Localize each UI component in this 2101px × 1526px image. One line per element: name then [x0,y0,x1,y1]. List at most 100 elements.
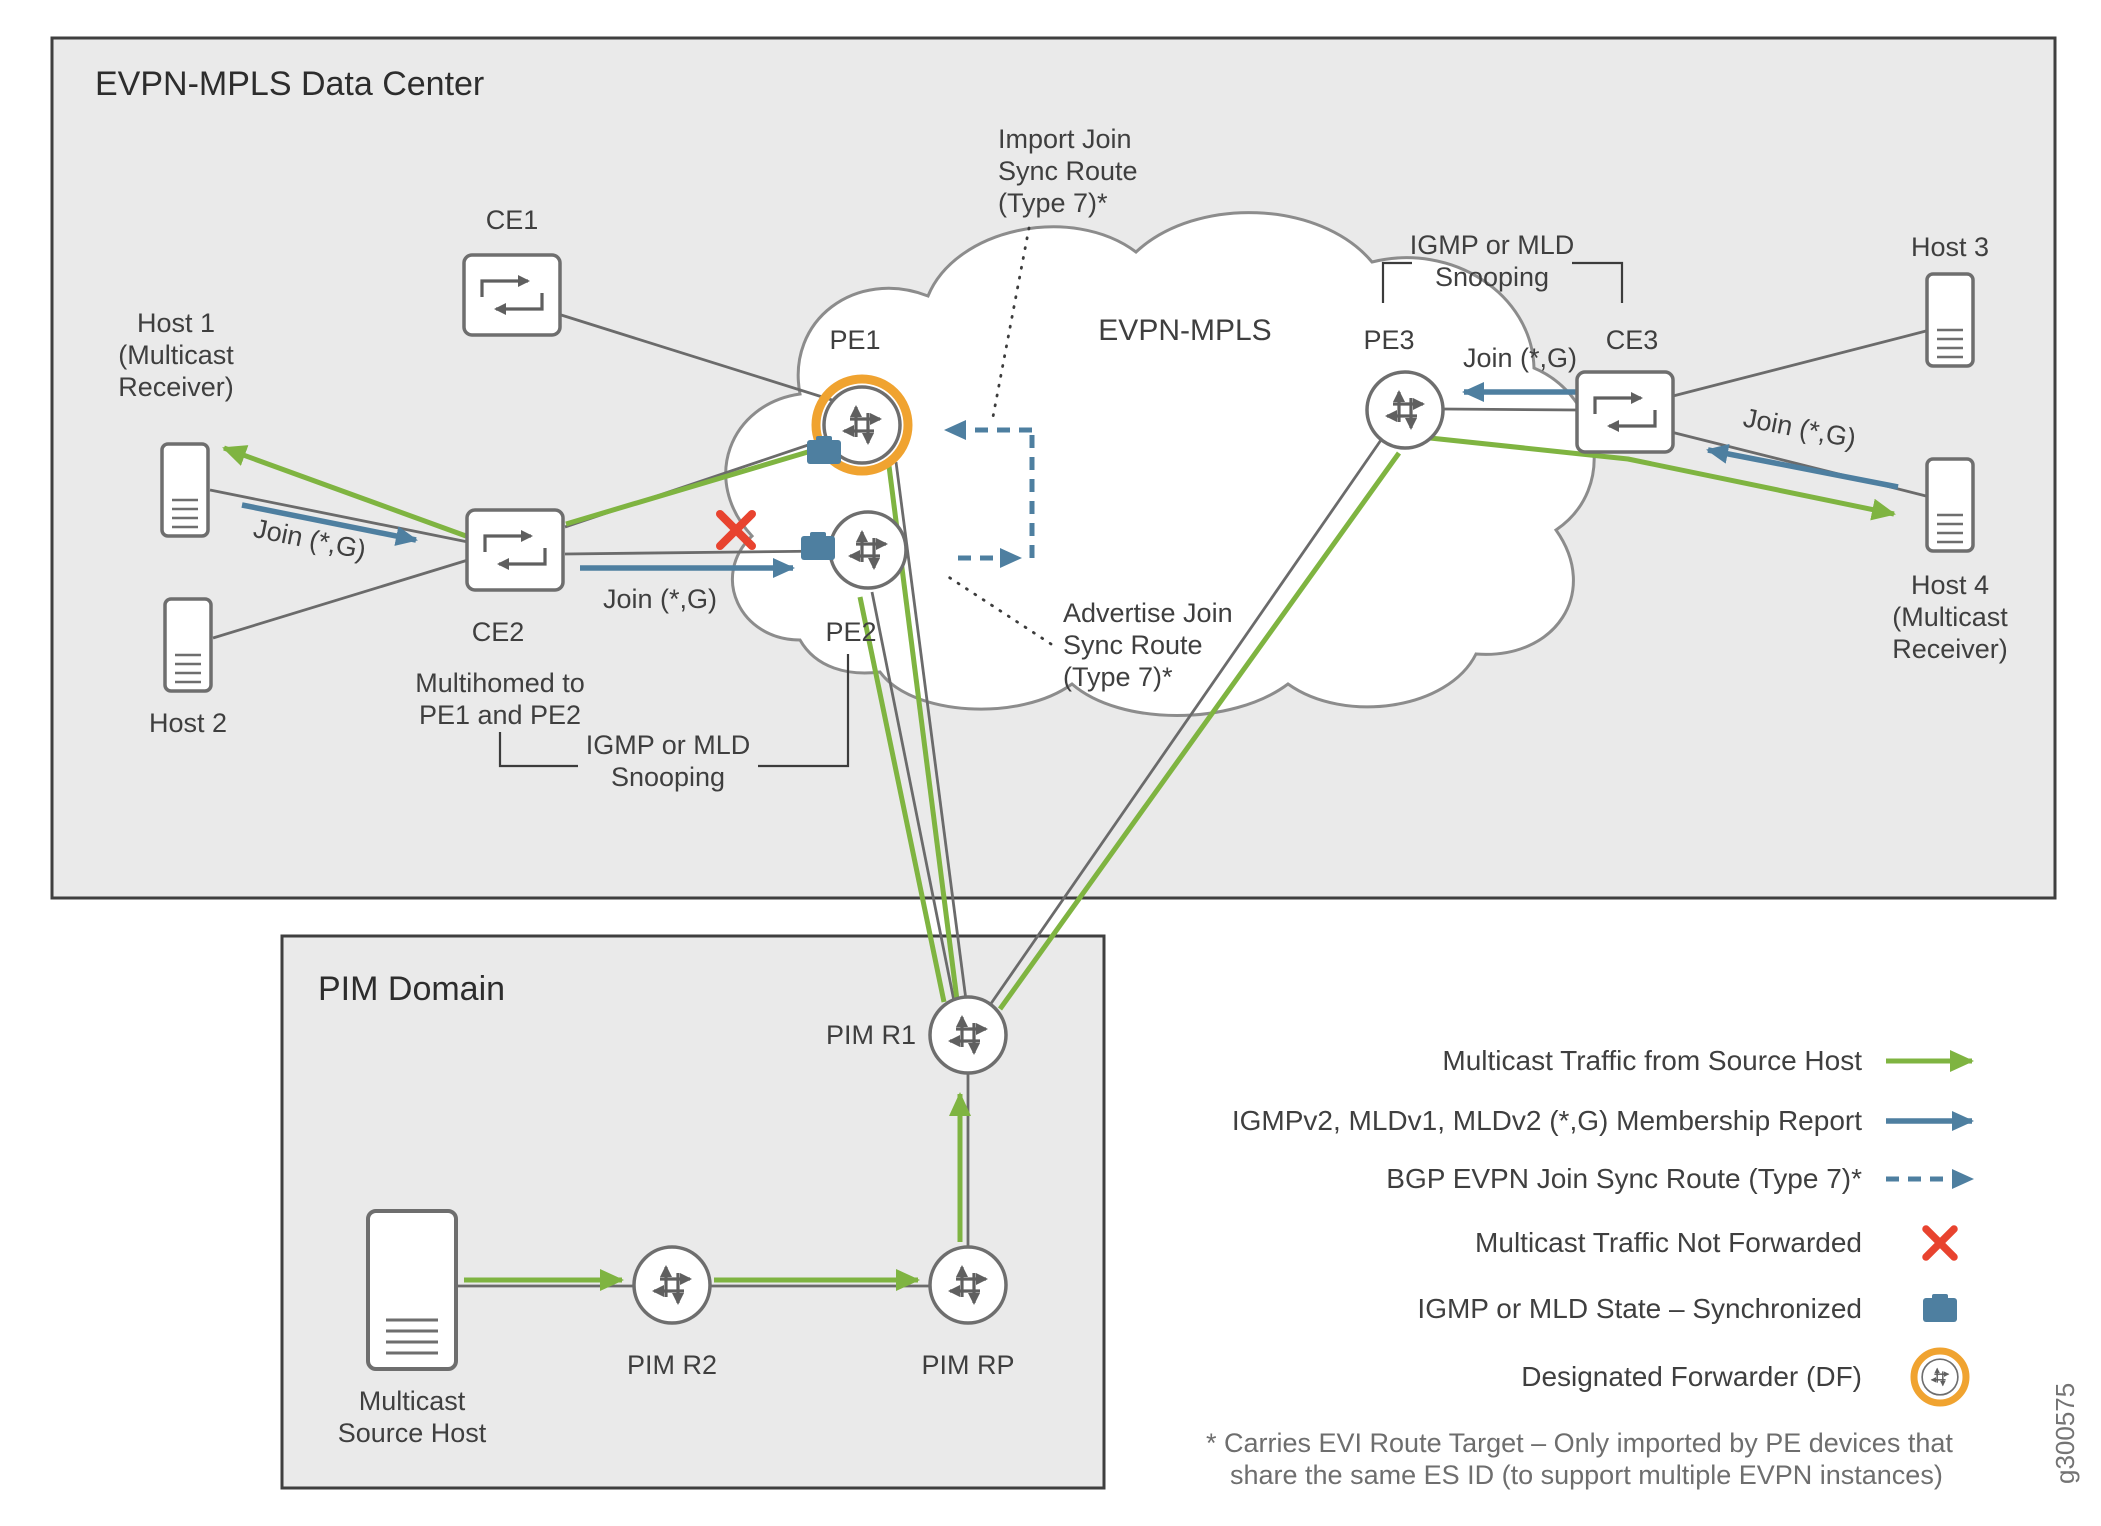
host3-label: Host 3 [1911,232,1989,262]
legend-item-join-sync-route: BGP EVPN Join Sync Route (Type 7)* [1386,1163,1974,1194]
traffic-pe3-to-host4 [1429,435,1896,521]
advertise-line2: Sync Route [1063,630,1203,660]
join-sync-route [944,420,1035,568]
link-pe2-pimr1 [870,591,956,1002]
node-host1: Host 1 (Multicast Receiver) [118,308,234,538]
node-pim-rp: PIM RP [921,1247,1015,1380]
node-host4: Host 4 (Multicast Receiver) [1892,457,2008,664]
snooping-bracket-bottom-left [498,732,578,768]
snooping-bracket-bottom-right [758,654,850,768]
annotation-pointers [945,226,1053,646]
traffic-pe1-to-ce2 [565,443,829,527]
router-icon [930,1247,1006,1323]
switch-icon [1577,372,1673,452]
source-label-line1: Multicast [359,1386,466,1416]
legend-item-sync-state: IGMP or MLD State – Synchronized [1417,1293,1957,1324]
host4-sub1: (Multicast [1892,602,2008,632]
join-arrows [241,382,1899,578]
legend-item-not-forwarded: Multicast Traffic Not Forwarded [1475,1225,1958,1261]
pointer-import-label [990,226,1031,424]
ce2-note-line1: Multihomed to [415,668,585,698]
designated-forwarder-ring [811,374,913,476]
legend-label: Designated Forwarder (DF) [1521,1361,1862,1392]
router-icon [930,997,1006,1073]
host4-sub2: Receiver) [1892,634,2008,664]
pointer-advertise-label [945,574,1053,646]
source-host-icon [366,1209,458,1371]
snooping-annotation-bottom: IGMP or MLD Snooping [586,730,751,792]
join-arrow-host1-ce2 [241,502,418,546]
join-label-ce2: Join (*,G) [603,584,717,614]
node-multicast-source: Multicast Source Host [338,1209,487,1448]
node-ce1: CE1 [464,205,560,335]
router-icon [1922,1359,1958,1395]
footnote-line1: * Carries EVI Route Target – Only import… [1206,1428,1953,1458]
import-annotation: Import Join Sync Route (Type 7)* [998,124,1138,218]
figure-id-watermark: g300575 [2050,1383,2080,1484]
link-ce1-pe1 [557,312,833,402]
node-label-pim-r2: PIM R2 [627,1350,717,1380]
snooping-bottom-line2: Snooping [611,762,725,792]
import-line1: Import Join [998,124,1132,154]
footnote-line2: share the same ES ID (to support multipl… [1230,1460,1943,1490]
advertise-line1: Advertise Join [1063,598,1233,628]
node-label-pim-r1: PIM R1 [826,1020,916,1050]
link-host1-ce2 [209,488,469,544]
legend-item-membership-report: IGMPv2, MLDv1, MLDv2 (*,G) Membership Re… [1232,1105,1974,1136]
node-host3: Host 3 [1911,232,1989,368]
legend: Multicast Traffic from Source Host IGMPv… [1232,1045,1974,1407]
node-label-ce2: CE2 [472,617,525,647]
advertise-annotation: Advertise Join Sync Route (Type 7)* [1063,598,1233,692]
snooping-annotation-top: IGMP or MLD Snooping [1410,230,1575,292]
host1-label: Host 1 [137,308,215,338]
legend-item-multicast-traffic: Multicast Traffic from Source Host [1442,1045,1974,1076]
red-x-icon [1922,1225,1958,1261]
snooping-bottom-line1: IGMP or MLD [586,730,751,760]
pim-title: PIM Domain [318,970,505,1008]
router-icon [634,1247,710,1323]
host1-sub1: (Multicast [118,340,234,370]
legend-label: Multicast Traffic Not Forwarded [1475,1227,1862,1258]
node-label-pe1: PE1 [829,325,880,355]
host2-label: Host 2 [149,708,227,738]
link-host2-ce2 [212,558,469,640]
link-ce3-host3 [1672,329,1927,398]
join-label-ce3: Join (*,G) [1463,343,1577,373]
router-icon [1367,372,1443,448]
traffic-pimr1-to-pe3 [997,451,1402,1011]
host-icon [1925,272,1975,368]
join-arrow-host4-ce3 [1706,444,1899,490]
node-ce3: CE3 [1577,325,1673,452]
multicast-traffic-paths [222,435,1896,1291]
host4-label: Host 4 [1911,570,1989,600]
datacenter-title: EVPN-MPLS Data Center [95,65,484,103]
import-line2: Sync Route [998,156,1138,186]
sync-state-square-icon [1923,1294,1957,1322]
legend-label: IGMP or MLD State – Synchronized [1417,1293,1862,1324]
import-line3: (Type 7)* [998,188,1108,218]
node-pim-r1: PIM R1 [826,997,1006,1073]
host-icon [160,442,210,538]
snooping-top-line1: IGMP or MLD [1410,230,1575,260]
traffic-ce2-to-host1 [222,445,467,539]
advertise-line3: (Type 7)* [1063,662,1173,692]
link-pe3-pimr1 [988,439,1383,1006]
legend-item-designated-forwarder: Designated Forwarder (DF) [1521,1347,1970,1407]
snooping-bracket-top-right [1572,261,1624,303]
node-pe1: PE1 [811,325,913,476]
node-label-pe2: PE2 [825,617,876,647]
host-icon [163,597,213,693]
legend-label: Multicast Traffic from Source Host [1442,1045,1862,1076]
link-ce2-pe2 [564,549,831,556]
host1-sub2: Receiver) [118,372,234,402]
node-label-pe3: PE3 [1363,325,1414,355]
legend-label: IGMPv2, MLDv1, MLDv2 (*,G) Membership Re… [1232,1105,1862,1136]
snooping-bracket-top-left [1381,261,1412,303]
router-icon [830,512,906,588]
node-ce2: CE2 Multihomed to PE1 and PE2 [415,510,585,730]
node-label-ce3: CE3 [1606,325,1659,355]
cloud-label: EVPN-MPLS [1098,314,1271,347]
snooping-brackets [498,261,1624,768]
ce2-note-line2: PE1 and PE2 [419,700,581,730]
